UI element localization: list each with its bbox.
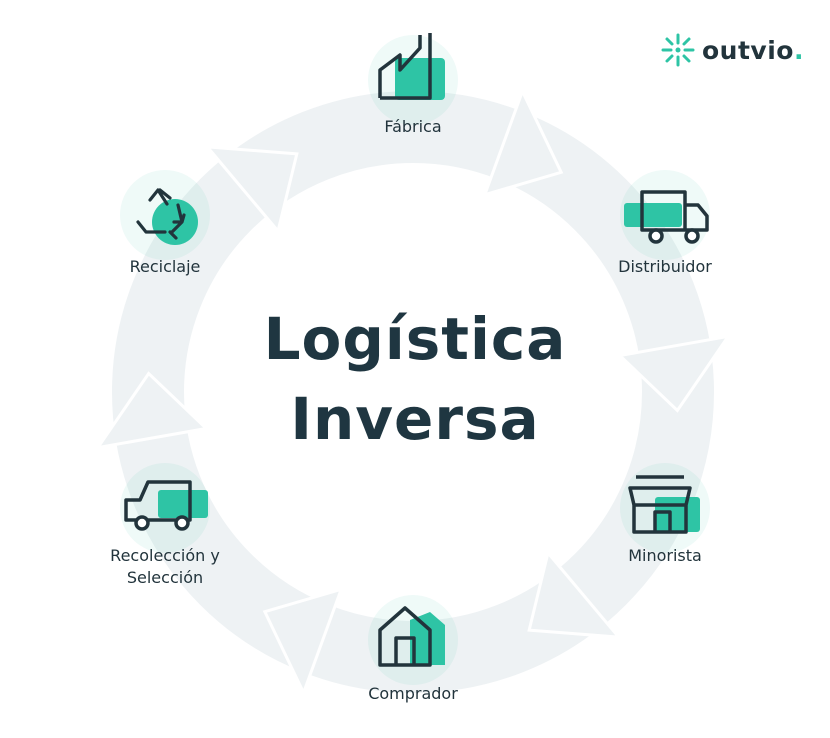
arrowhead [262,587,344,697]
pickup-truck-icon [124,480,208,531]
truck-icon [624,190,709,244]
outvio-sunburst-icon [661,33,695,67]
arrowhead [616,334,732,413]
factory-icon [378,33,445,100]
node-label-minorista: Minorista [628,546,702,565]
house-icon [378,606,445,667]
node-label-comprador: Comprador [368,684,458,703]
node-label-distribuidor: Distribuidor [618,257,712,276]
title-line-2: Inversa [290,385,540,453]
arrowhead [94,371,210,450]
title-line-1: Logística [263,305,567,373]
recycle-icon [136,188,198,245]
store-icon [628,475,700,534]
arrowhead [482,87,564,197]
node-label-recoleccion: Recolección y Selección [110,546,220,587]
outvio-logo: outvio. [660,32,804,68]
arrowhead [527,549,623,639]
node-label-reciclaje: Reciclaje [129,257,201,276]
arrowhead [203,145,299,235]
node-label-fabrica: Fábrica [384,117,442,136]
